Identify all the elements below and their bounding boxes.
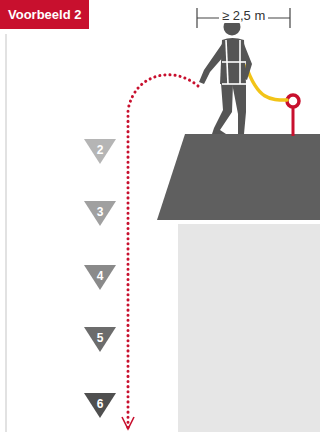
level-marker: 6 [84, 393, 116, 418]
triangle-fill [84, 139, 116, 164]
level-number: 4 [84, 265, 116, 283]
level-number: 2 [84, 139, 116, 157]
roof [157, 134, 320, 220]
level-number: 3 [84, 201, 116, 219]
building-wall [178, 224, 320, 432]
fall-path [128, 75, 198, 428]
level-marker: 5 [84, 327, 116, 352]
level-marker: 2 [84, 139, 116, 164]
level-marker: 4 [84, 265, 116, 290]
triangle-fill [84, 265, 116, 290]
triangle-fill [84, 393, 116, 418]
level-marker: 3 [84, 201, 116, 226]
level-number: 5 [84, 327, 116, 345]
triangle-fill [84, 327, 116, 352]
harness [222, 40, 246, 84]
triangle-fill [84, 201, 116, 226]
level-number: 6 [84, 393, 116, 411]
guide-line [5, 34, 7, 432]
worker-figure [199, 19, 252, 135]
anchor-point [287, 95, 299, 136]
title-box: Voorbeeld 2 [0, 0, 89, 29]
lanyard [246, 66, 287, 100]
dimension-label: ≥ 2,5 m [219, 8, 268, 23]
fall-arrowhead [122, 417, 134, 429]
dimension-line [197, 8, 290, 28]
